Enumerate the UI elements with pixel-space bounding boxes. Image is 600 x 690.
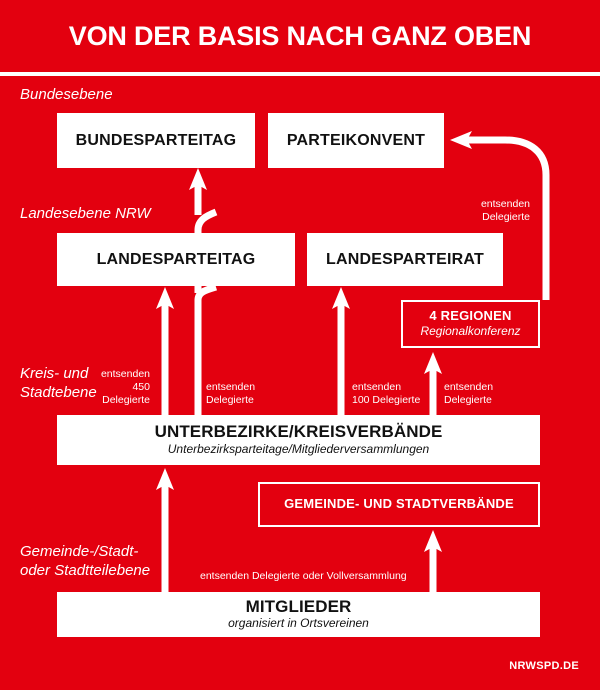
edge-note-regionen-to-parteikonvent: entsenden Delegierte <box>480 198 530 224</box>
node-landesparteirat: LANDESPARTEIRAT <box>307 233 503 286</box>
header-banner: VON DER BASIS NACH GANZ OBEN <box>0 0 600 72</box>
arrow-unterbezirke-to-landesparteitag <box>156 287 174 415</box>
node-parteikonvent: PARTEIKONVENT <box>268 113 444 168</box>
node-bundesparteitag-title: BUNDESPARTEITAG <box>75 131 237 149</box>
node-4-regionen: 4 REGIONEN Regionalkonferenz <box>401 300 540 348</box>
node-4-regionen-title: 4 REGIONEN <box>429 308 512 324</box>
edge-note-450-delegierte: entsenden 450 Delegierte <box>100 368 150 407</box>
arrow-unterbezirke-to-landesparteirat <box>332 287 350 415</box>
edge-note-delegierte-regionen: entsenden Delegierte <box>444 381 494 407</box>
node-unterbezirke-title: UNTERBEZIRKE/KREISVERBÄNDE <box>154 421 443 441</box>
node-unterbezirke-kreisverbaende: UNTERBEZIRKE/KREISVERBÄNDE Unterbezirksp… <box>57 415 540 465</box>
node-bundesparteitag: BUNDESPARTEITAG <box>57 113 255 168</box>
node-gemeinde-stadtverbaende: GEMEINDE- UND STADTVERBÄNDE <box>258 482 540 527</box>
page-title: VON DER BASIS NACH GANZ OBEN <box>68 20 532 51</box>
node-gemeinde-title: GEMEINDE- UND STADTVERBÄNDE <box>284 496 514 512</box>
level-label-kreisebene: Kreis- und Stadtebene <box>20 365 97 401</box>
node-mitglieder: MITGLIEDER organisiert in Ortsvereinen <box>57 592 540 637</box>
footer-url: NRWSPD.DE <box>509 660 579 672</box>
level-label-landesebene: Landesebene NRW <box>20 205 151 222</box>
node-parteikonvent-title: PARTEIKONVENT <box>286 131 426 149</box>
node-landesparteitag-title: LANDESPARTEITAG <box>96 250 256 268</box>
header-divider <box>0 72 600 76</box>
edge-note-delegierte-oder-vollversammlung: entsenden Delegierte oder Vollversammlun… <box>200 570 407 582</box>
arrow-unterbezirke-to-bundesparteitag <box>189 168 218 415</box>
node-mitglieder-subtitle: organisiert in Ortsvereinen <box>228 616 369 631</box>
node-landesparteirat-title: LANDESPARTEIRAT <box>326 250 484 268</box>
edge-note-delegierte-bundesparteitag: entsenden Delegierte <box>206 381 256 407</box>
level-label-bundesebene: Bundesebene <box>20 86 113 103</box>
arrow-mitglieder-to-unterbezirke <box>156 468 174 592</box>
node-unterbezirke-subtitle: Unterbezirksparteitage/Mitgliederversamm… <box>167 442 430 457</box>
node-mitglieder-title: MITGLIEDER <box>245 596 352 616</box>
edge-note-100-delegierte: entsenden 100 Delegierte <box>352 381 421 407</box>
node-4-regionen-subtitle: Regionalkonferenz <box>420 323 521 338</box>
node-landesparteitag: LANDESPARTEITAG <box>57 233 295 286</box>
level-label-gemeindeebene: Gemeinde-/Stadt- oder Stadtteilebene <box>20 543 151 579</box>
